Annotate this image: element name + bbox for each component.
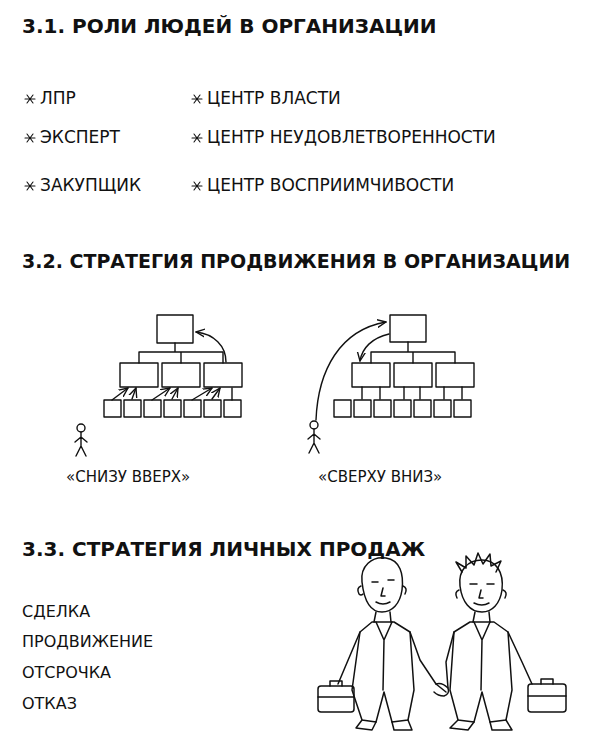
strategy-caption: «СВЕРХУ ВНИЗ» [318,468,442,486]
org-chart-top-down [308,315,474,453]
section-heading: 3.3. СТРАТЕГИЯ ЛИЧНЫХ ПРОДАЖ [22,537,425,561]
handshake-illustration [318,553,566,730]
section-heading: 3.2. СТРАТЕГИЯ ПРОДВИЖЕНИЯ В ОРГАНИЗАЦИИ [22,250,570,273]
section-heading: 3.1. РОЛИ ЛЮДЕЙ В ОРГАНИЗАЦИИ [22,14,437,38]
role-item: ЦЕНТР НЕУДОВЛЕТВОРЕННОСТИ [207,127,496,147]
role-item: ЦЕНТР ВЛАСТИ [207,88,341,108]
role-item: ЭКСПЕРТ [40,127,120,147]
outcome-item: ПРОДВИЖЕНИЕ [22,632,153,651]
role-item: ЦЕНТР ВОСПРИИМЧИВОСТИ [207,175,454,195]
outcome-item: СДЕЛКА [22,602,90,621]
outcome-item: ОТКАЗ [22,694,77,713]
strategy-caption: «СНИЗУ ВВЕРХ» [66,468,190,486]
role-item: ЛПР [40,88,76,108]
role-item: ЗАКУПЩИК [40,175,141,195]
outcome-item: ОТСРОЧКА [22,663,111,682]
org-chart-bottom-up [75,315,242,456]
